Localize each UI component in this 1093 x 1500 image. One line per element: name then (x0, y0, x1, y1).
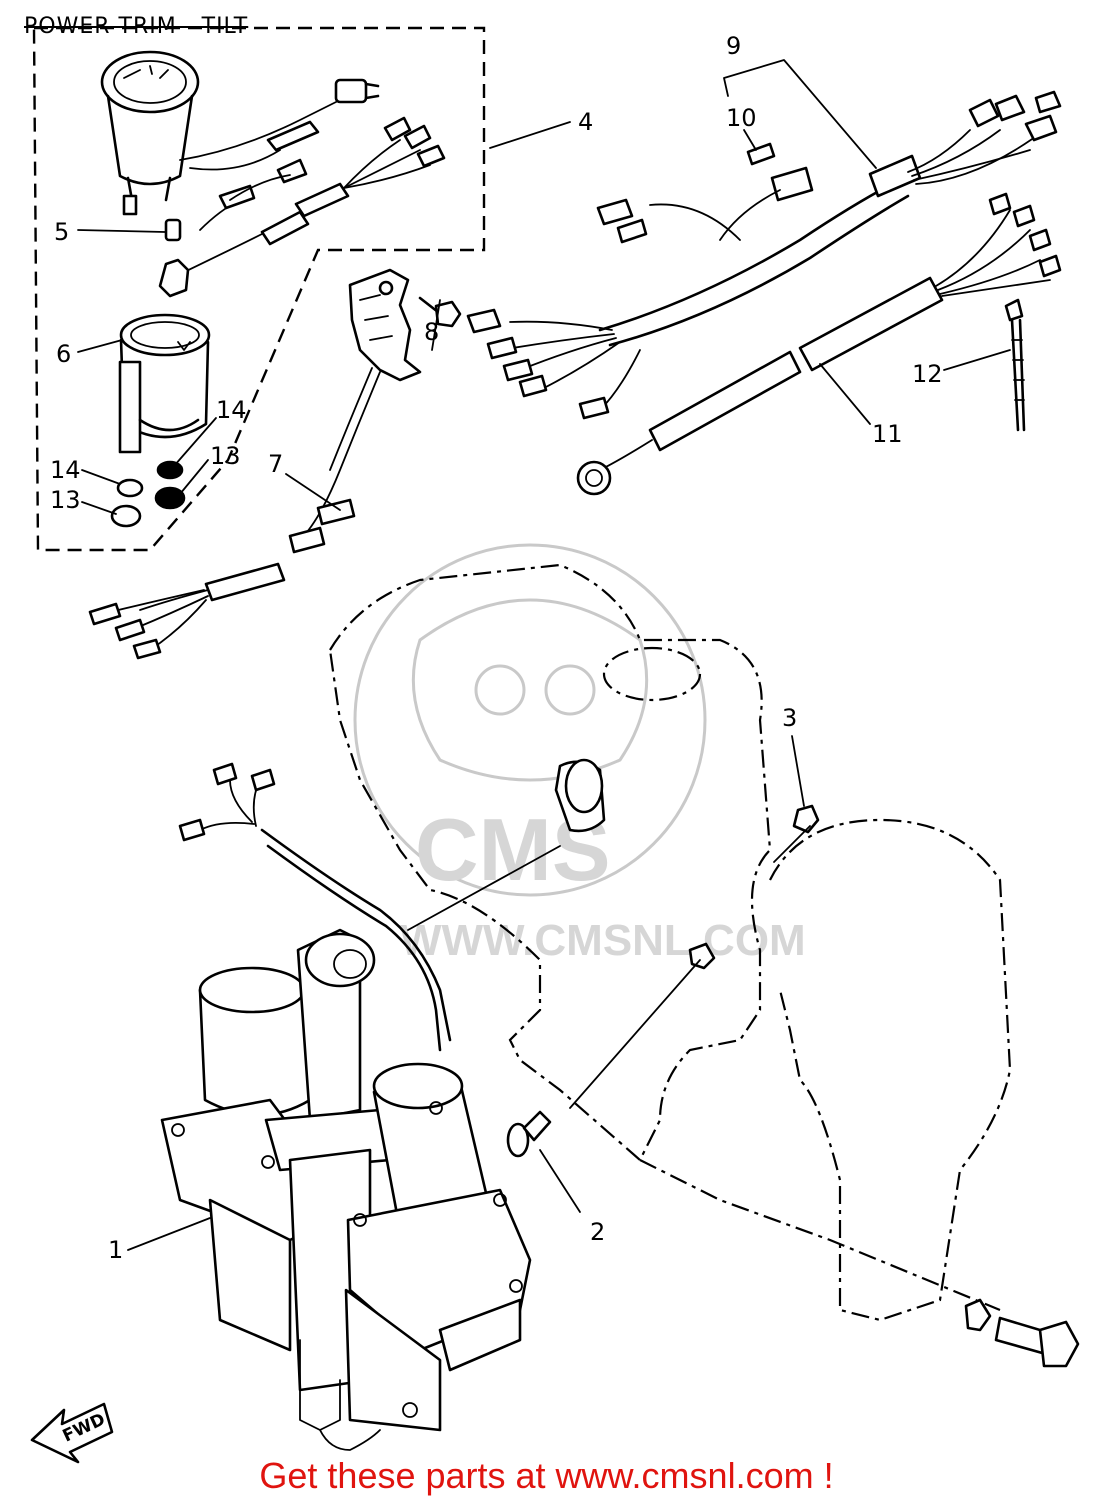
callout-11: 11 (872, 420, 903, 448)
bolt-8 (418, 296, 462, 328)
mount-bolts (688, 804, 1080, 1368)
callout-8: 8 (424, 318, 439, 346)
trim-switch (88, 268, 422, 660)
callout-1: 1 (108, 1236, 123, 1264)
clamp-bracket-outline (328, 563, 1012, 1322)
callout-7: 7 (268, 450, 283, 478)
callout-3: 3 (782, 704, 797, 732)
extension-harness (576, 192, 1062, 496)
main-harness (466, 90, 1062, 420)
callout-10: 10 (726, 104, 757, 132)
callout-13a: 13 (50, 486, 81, 514)
callout-4: 4 (578, 108, 593, 136)
watermark-url: WWW.CMSNL.COM (400, 916, 806, 965)
trim-gauge (100, 50, 380, 216)
pin-bolt-2 (506, 1110, 552, 1158)
gauge-harness (158, 116, 446, 298)
footer-link[interactable]: Get these parts at www.cmsnl.com ! (259, 1455, 834, 1496)
gauge-bracket (118, 313, 211, 454)
callout-13b: 13 (210, 442, 241, 470)
callout-14a: 14 (50, 456, 81, 484)
leader-lines (77, 59, 1011, 1251)
callout-labels: 1 2 3 4 5 6 7 8 9 10 11 12 13 13 14 14 (50, 32, 943, 1264)
watermark-logo: CMS WWW.CMSNL.COM (353, 543, 806, 965)
power-trim-unit (160, 762, 532, 1451)
callout-12: 12 (912, 360, 943, 388)
cable-tie (1004, 298, 1026, 432)
callout-6: 6 (56, 340, 71, 368)
kit-boundary (32, 26, 486, 552)
callout-14b: 14 (216, 396, 247, 424)
callout-5: 5 (54, 218, 69, 246)
callout-2: 2 (590, 1218, 605, 1246)
page-title: POWER TRIM - TILT (24, 14, 249, 39)
callout-9: 9 (726, 32, 741, 60)
fwd-direction-arrow: FWD (30, 1402, 114, 1464)
washers-nuts (110, 460, 186, 528)
